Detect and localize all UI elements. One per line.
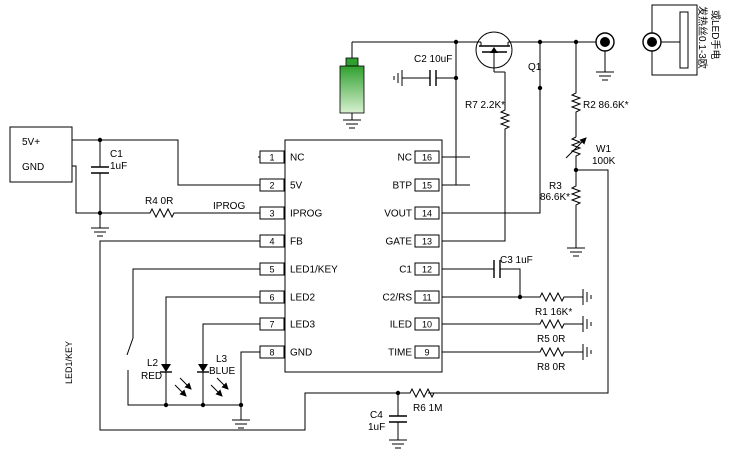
ic-pin-number: 7 xyxy=(269,320,274,330)
r1-label: R1 16K* xyxy=(535,307,572,318)
resistor-r6: R6 1M xyxy=(398,387,442,414)
ic-pin-4: 4 FB xyxy=(258,234,303,248)
capacitor-c2: C2 10uF xyxy=(393,39,459,86)
capacitor-c1: C1 1uF xyxy=(91,140,127,228)
resistor-r8: R8 0R xyxy=(442,344,592,373)
ground-symbol xyxy=(91,227,109,237)
heater-label-line2: 或LED手电 xyxy=(709,10,722,59)
ic-pin-6: 6 LED2 xyxy=(258,290,315,304)
ground-symbol-ic xyxy=(232,419,250,429)
ic-pin-number: 14 xyxy=(422,209,432,219)
r3-name: R3 xyxy=(549,181,562,192)
output-terminal xyxy=(595,32,615,81)
ic-pin-number: 10 xyxy=(422,320,432,330)
l3-name: L3 xyxy=(216,354,228,365)
power-5v-label: 5V+ xyxy=(22,137,40,148)
r8-label: R8 0R xyxy=(537,362,565,373)
resistor-r2: R2 86.6K* xyxy=(570,42,629,137)
c1-value: 1uF xyxy=(110,161,127,172)
ic-pin-name: NC xyxy=(290,153,304,164)
c4-name: C4 xyxy=(370,410,383,421)
resistor-r7: R7 2.2K* xyxy=(442,72,511,242)
ic-pin-name: LED2 xyxy=(290,293,315,304)
l2-color: RED xyxy=(141,371,162,382)
ic-pin-number: 9 xyxy=(424,348,429,358)
ic-pin-name: NC xyxy=(398,153,412,164)
ic-pin-name: GND xyxy=(290,348,312,359)
ic-pin-number: 16 xyxy=(422,153,432,163)
power-connector: 5V+ GND xyxy=(9,126,73,183)
w1-name: W1 xyxy=(596,144,611,155)
resistor-r4: R4 0R IPROG xyxy=(138,196,258,219)
r2-label: R2 86.6K* xyxy=(583,100,629,111)
ic-pin-name: LED1/KEY xyxy=(290,265,338,276)
key-switch: LED1/KEY xyxy=(64,268,258,406)
ic-pin-number: 12 xyxy=(422,265,432,275)
ic-pin-14: 14 VOUT xyxy=(384,206,470,220)
r7-label: R7 2.2K* xyxy=(465,100,505,111)
c2-label: C2 10uF xyxy=(414,54,452,65)
mosfet-q1: Q1 xyxy=(456,31,542,73)
ic-chip: 1 NC 2 5V 3 IPROG 4 FB 5 LED1/KEY 6 LED2 7 LED3 8 GND 1… xyxy=(258,139,470,373)
ic-pin-name: VOUT xyxy=(384,209,412,220)
c1-name: C1 xyxy=(110,149,123,160)
ic-pin-name: C2/RS xyxy=(383,293,413,304)
ic-pin-number: 5 xyxy=(269,265,274,275)
r5-label: R5 0R xyxy=(537,334,565,345)
key-label: LED1/KEY xyxy=(64,341,74,384)
ic-pin-15: 15 BTP xyxy=(393,178,470,192)
ic-right-pins: 16 NC 15 BTP 14 VOUT 13 GATE 12 C1 11 C2/RS 10 ILED 9 T… xyxy=(383,150,470,359)
r4-label: R4 0R xyxy=(145,196,173,207)
ic-pin-name: LED3 xyxy=(290,320,315,331)
ic-pin-8: 8 GND xyxy=(258,345,312,359)
ic-pin-16: 16 NC xyxy=(398,150,470,164)
led-l2-red: L2 RED xyxy=(141,296,258,405)
l3-color: BLUE xyxy=(209,366,235,377)
ic-pin-number: 11 xyxy=(422,293,431,303)
ic-pin-number: 3 xyxy=(269,209,274,219)
ic-left-pins: 1 NC 2 5V 3 IPROG 4 FB 5 LED1/KEY 6 LED2 7 LED3 8 GND xyxy=(258,150,338,359)
resistor-r3: R3 86.6K* xyxy=(540,180,585,257)
ic-pin-5: 5 LED1/KEY xyxy=(258,262,338,276)
ic-pin-2: 2 5V xyxy=(258,178,303,192)
resistor-r5: R5 0R xyxy=(442,316,592,345)
ic-pin-number: 1 xyxy=(269,153,274,163)
ic-pin-number: 13 xyxy=(422,237,432,247)
battery xyxy=(339,41,456,129)
ic-pin-number: 6 xyxy=(269,293,274,303)
ic-pin-name: IPROG xyxy=(290,209,322,220)
c4-value: 1uF xyxy=(368,422,385,433)
iprog-net-label: IPROG xyxy=(213,201,245,212)
ic-pin-name: 5V xyxy=(290,181,303,192)
c3-label: C3 1uF xyxy=(500,255,533,266)
ic-pin-name: GATE xyxy=(386,237,413,248)
heater-label-line1: 发热丝0.1-3欧 xyxy=(696,6,709,69)
resistor-r1: R1 16K* xyxy=(442,289,592,318)
ic-pin-number: 8 xyxy=(269,348,274,358)
w1-value: 100K xyxy=(592,156,616,167)
l2-name: L2 xyxy=(147,358,159,369)
r6-label: R6 1M xyxy=(413,403,442,414)
ic-pin-number: 4 xyxy=(269,237,274,247)
ic-pin-name: FB xyxy=(290,237,303,248)
power-gnd-label: GND xyxy=(22,162,44,173)
ic-pin-7: 7 LED3 xyxy=(258,317,315,331)
capacitor-c4: C4 1uF xyxy=(368,393,407,449)
q1-label: Q1 xyxy=(528,62,542,73)
r3-value: 86.6K* xyxy=(540,192,570,203)
ic-pin-name: C1 xyxy=(399,265,412,276)
ic-pin-1: 1 NC xyxy=(258,150,304,164)
led-l3-blue: L3 BLUE xyxy=(197,323,258,405)
ic-pin-name: BTP xyxy=(393,181,413,192)
ic-pin-number: 2 xyxy=(269,181,274,191)
ic-pin-number: 15 xyxy=(422,181,432,191)
ic-pin-name: TIME xyxy=(388,348,412,359)
heater-load: 发热丝0.1-3欧 或LED手电 xyxy=(642,4,722,76)
ic-pin-3: 3 IPROG xyxy=(258,206,322,220)
capacitor-c3: C3 1uF xyxy=(442,255,533,297)
ic-pin-name: ILED xyxy=(390,320,412,331)
